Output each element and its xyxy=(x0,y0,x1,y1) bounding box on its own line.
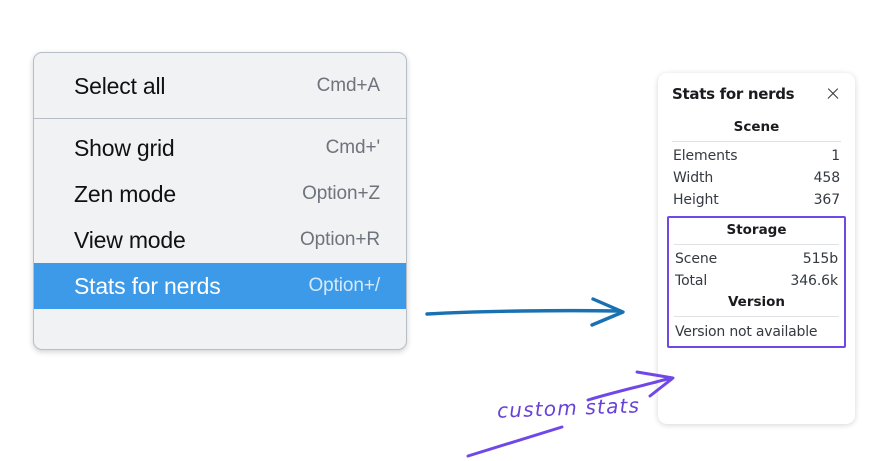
section-heading-version: Version xyxy=(727,294,786,310)
stat-key: Scene xyxy=(675,251,718,267)
stat-row-storage-scene: Scene 515b xyxy=(674,248,839,270)
menu-group-2: Show grid Cmd+' Zen mode Option+Z View m… xyxy=(34,119,406,315)
close-icon[interactable] xyxy=(825,86,841,102)
stat-value: 458 xyxy=(813,170,841,186)
stat-row-elements: Elements 1 xyxy=(672,145,841,167)
menu-item-label: Stats for nerds xyxy=(74,272,221,299)
stats-panel-header: Stats for nerds xyxy=(672,85,841,103)
menu-item-shortcut: Option+R xyxy=(300,229,380,250)
menu-item-show-grid[interactable]: Show grid Cmd+' xyxy=(34,125,406,171)
stat-value: 1 xyxy=(831,148,840,164)
menu-group-1: Select all Cmd+A xyxy=(34,53,406,118)
annotation-note-custom-stats: custom stats xyxy=(496,393,641,423)
blue-pointer-arrow xyxy=(425,297,625,327)
menu-item-label: View mode xyxy=(74,226,186,253)
menu-item-select-all[interactable]: Select all Cmd+A xyxy=(34,63,406,109)
menu-separator xyxy=(34,118,406,119)
menu-item-zen-mode[interactable]: Zen mode Option+Z xyxy=(34,171,406,217)
stat-value: 367 xyxy=(813,192,841,208)
purple-underline-stroke xyxy=(466,425,564,458)
stat-key: Height xyxy=(673,192,719,208)
stat-row-width: Width 458 xyxy=(672,167,841,189)
context-menu[interactable]: Select all Cmd+A Show grid Cmd+' Zen mod… xyxy=(33,52,407,350)
menu-item-label: Show grid xyxy=(74,134,175,161)
menu-item-shortcut: Option+/ xyxy=(308,275,380,296)
divider xyxy=(672,141,841,142)
stats-for-nerds-panel: Stats for nerds Scene Elements 1 Width 4… xyxy=(658,73,855,424)
menu-item-shortcut: Option+Z xyxy=(302,183,380,204)
divider xyxy=(674,244,839,245)
menu-item-label: Select all xyxy=(74,72,166,99)
version-value: Version not available xyxy=(675,324,818,340)
stat-row-height: Height 367 xyxy=(672,189,841,211)
menu-item-label: Zen mode xyxy=(74,180,176,207)
section-heading-scene: Scene xyxy=(733,119,780,135)
custom-stats-highlight-box: Storage Scene 515b Total 346.6k Version … xyxy=(667,216,846,348)
stat-row-storage-total: Total 346.6k xyxy=(674,270,839,292)
stat-key: Total xyxy=(675,273,708,289)
divider xyxy=(674,316,839,317)
stat-key: Width xyxy=(673,170,714,186)
stat-value: 346.6k xyxy=(790,273,838,289)
menu-item-shortcut: Cmd+A xyxy=(316,75,380,96)
menu-item-view-mode[interactable]: View mode Option+R xyxy=(34,217,406,263)
section-heading-storage: Storage xyxy=(726,222,787,238)
stat-value: 515b xyxy=(802,251,838,267)
stat-key: Elements xyxy=(673,148,738,164)
stats-panel-title: Stats for nerds xyxy=(672,85,795,103)
menu-item-shortcut: Cmd+' xyxy=(325,137,380,158)
menu-item-stats-for-nerds[interactable]: Stats for nerds Option+/ xyxy=(34,263,406,309)
